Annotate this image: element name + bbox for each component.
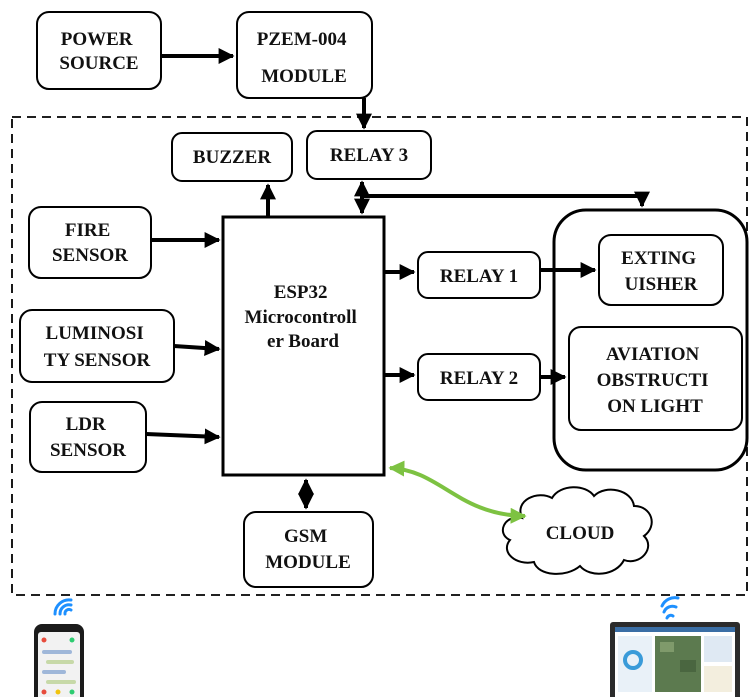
luminosity-to-esp32-arrow	[173, 340, 221, 357]
pzem-module-label: PZEM-004 MODULE	[257, 29, 351, 87]
connections	[145, 48, 650, 510]
system-boundary	[11, 116, 748, 596]
pzem-module-box	[236, 11, 373, 99]
relay2-label: RELAY 2	[440, 368, 518, 389]
ldr-sensor-label: LDR SENSOR	[50, 414, 126, 461]
relay3-box	[306, 130, 432, 180]
aviation-light-box	[568, 326, 743, 431]
relay3-label: RELAY 3	[330, 145, 408, 166]
extinguisher-box	[598, 234, 724, 306]
gsm-module-label: GSM MODULE	[265, 526, 351, 573]
esp32-box	[221, 215, 386, 477]
fire-sensor-box	[28, 206, 152, 279]
monitor-icon	[610, 622, 740, 697]
outputs-group-box	[552, 208, 749, 472]
esp32-cloud-link	[388, 460, 527, 524]
relay1-label: RELAY 1	[440, 266, 518, 287]
ldr-to-esp32-arrow	[145, 428, 221, 445]
monitor-wifi-icon	[660, 596, 680, 620]
buzzer-label: BUZZER	[193, 147, 271, 168]
cloud-shape	[501, 486, 653, 575]
cloud-label: CLOUD	[546, 523, 615, 544]
luminosity-sensor-box	[19, 309, 175, 383]
relay1-box	[417, 251, 541, 299]
smartphone-icon	[34, 624, 84, 697]
phone-wifi-icon	[53, 598, 73, 616]
ldr-sensor-box	[29, 401, 147, 473]
luminosity-sensor-label: LUMINOSI TY SENSOR	[44, 323, 151, 371]
power-source-box	[36, 11, 162, 90]
aviation-light-label: AVIATION OBSTRUCTI ON LIGHT	[597, 344, 714, 417]
relay3-to-outputs-link	[362, 191, 650, 208]
gsm-module-box	[243, 511, 374, 588]
power-source-label: POWER SOURCE	[59, 29, 138, 74]
extinguisher-label: EXTING UISHER	[621, 248, 701, 295]
fire-sensor-label: FIRE SENSOR	[52, 220, 128, 266]
esp32-label: ESP32 Microcontroll er Board	[245, 282, 362, 352]
buzzer-box	[171, 132, 293, 182]
